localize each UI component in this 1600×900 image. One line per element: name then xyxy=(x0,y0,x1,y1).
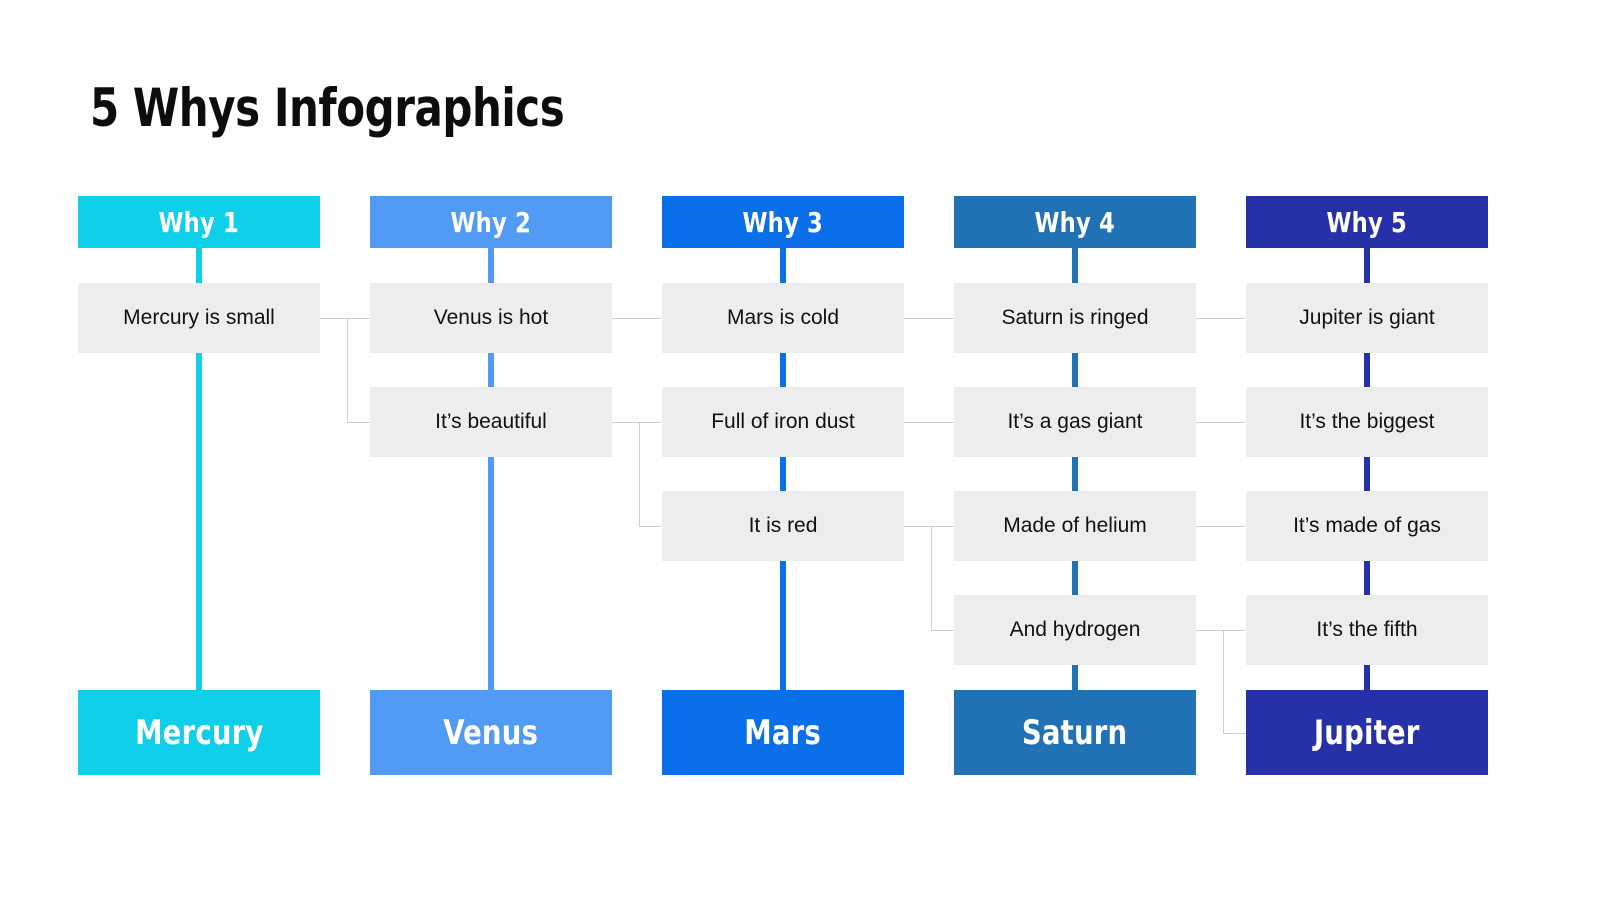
why-column-1: Why 1 Mercury is small Mercury xyxy=(78,0,320,900)
cell-label-c3-r2: Full of iron dust xyxy=(711,409,855,433)
connector-c4r3-to-c5r3 xyxy=(1196,526,1252,527)
column-spine-3 xyxy=(780,247,786,690)
cell-label-c4-r2: It’s a gas giant xyxy=(1007,409,1143,433)
column-header-2[interactable]: Why 2 xyxy=(370,196,612,248)
column-spine-2 xyxy=(488,247,494,690)
cell-label-c3-r3: It is red xyxy=(748,513,818,537)
why-column-2: Why 2 Venus is hot It’s beautiful Venus xyxy=(370,0,612,900)
cell-label-c5-r3: It’s made of gas xyxy=(1293,513,1441,537)
cell-c3-r2[interactable]: Full of iron dust xyxy=(662,387,904,457)
column-header-3[interactable]: Why 3 xyxy=(662,196,904,248)
connector-c1r1-to-c2r2-segment-b xyxy=(347,318,348,422)
cell-label-c5-r2: It’s the biggest xyxy=(1299,409,1435,433)
why-column-4: Why 4 Saturn is ringed It’s a gas giant … xyxy=(954,0,1196,900)
column-header-label-5: Why 5 xyxy=(1326,205,1408,239)
cell-c5-r3[interactable]: It’s made of gas xyxy=(1246,491,1488,561)
why-column-3: Why 3 Mars is cold Full of iron dust It … xyxy=(662,0,904,900)
cell-label-c2-r1: Venus is hot xyxy=(433,305,549,329)
cell-c5-r1[interactable]: Jupiter is giant xyxy=(1246,283,1488,353)
column-header-label-2: Why 2 xyxy=(450,205,532,239)
page-title: 5 Whys Infographics xyxy=(90,78,565,139)
connector-c2r1-to-c3r1 xyxy=(612,318,668,319)
column-spine-4 xyxy=(1072,247,1078,690)
cell-label-c1-r1: Mercury is small xyxy=(123,305,275,329)
connector-c4r1-to-c5r1 xyxy=(1196,318,1252,319)
connector-c2r2-to-c3r3-segment-c xyxy=(639,526,668,527)
cell-c5-r4[interactable]: It’s the fifth xyxy=(1246,595,1488,665)
column-header-5[interactable]: Why 5 xyxy=(1246,196,1488,248)
connector-c4r4-to-jupiter-segment-b xyxy=(1223,630,1224,733)
column-header-label-1: Why 1 xyxy=(158,205,240,239)
column-footer-label-1: Mercury xyxy=(134,712,264,753)
cell-label-c5-r1: Jupiter is giant xyxy=(1299,305,1435,329)
connector-c4r4-to-jupiter-segment-a xyxy=(1196,630,1252,631)
cell-c4-r2[interactable]: It’s a gas giant xyxy=(954,387,1196,457)
cell-label-c3-r1: Mars is cold xyxy=(726,305,840,329)
column-footer-label-4: Saturn xyxy=(1022,712,1128,753)
column-header-1[interactable]: Why 1 xyxy=(78,196,320,248)
cell-c4-r4[interactable]: And hydrogen xyxy=(954,595,1196,665)
connector-c4r2-to-c5r2 xyxy=(1196,422,1252,423)
cell-label-c4-r3: Made of helium xyxy=(1003,513,1147,537)
column-footer-3[interactable]: Mars xyxy=(662,690,904,775)
cell-label-c2-r2: It’s beautiful xyxy=(435,409,547,433)
connector-c2r2-to-c3r2-segment-a xyxy=(612,422,668,423)
cell-label-c4-r4: And hydrogen xyxy=(1009,617,1141,641)
connector-c3r1-to-c4r1 xyxy=(904,318,960,319)
cell-c4-r1[interactable]: Saturn is ringed xyxy=(954,283,1196,353)
connector-c3r2-to-c4r2 xyxy=(904,422,960,423)
column-footer-4[interactable]: Saturn xyxy=(954,690,1196,775)
cell-c2-r1[interactable]: Venus is hot xyxy=(370,283,612,353)
column-footer-1[interactable]: Mercury xyxy=(78,690,320,775)
connector-c2r2-to-c3r3-segment-b xyxy=(639,422,640,526)
connector-c1r1-to-c2r2-segment-c xyxy=(347,422,376,423)
column-footer-label-3: Mars xyxy=(744,712,822,753)
cell-c5-r2[interactable]: It’s the biggest xyxy=(1246,387,1488,457)
connector-c3r3-to-c4r4-segment-b xyxy=(931,526,932,630)
column-footer-label-2: Venus xyxy=(443,712,539,753)
column-spine-1 xyxy=(196,247,202,690)
connector-c1r1-to-c2r2-segment-a xyxy=(320,318,376,319)
cell-c3-r1[interactable]: Mars is cold xyxy=(662,283,904,353)
cell-c2-r2[interactable]: It’s beautiful xyxy=(370,387,612,457)
cell-label-c4-r1: Saturn is ringed xyxy=(1001,305,1149,329)
column-header-label-3: Why 3 xyxy=(742,205,824,239)
column-spine-5 xyxy=(1364,247,1370,690)
column-header-label-4: Why 4 xyxy=(1034,205,1116,239)
column-footer-label-5: Jupiter xyxy=(1314,712,1420,753)
cell-label-c5-r4: It’s the fifth xyxy=(1316,617,1418,641)
connector-c3r3-to-c4r3-segment-a xyxy=(904,526,960,527)
cell-c4-r3[interactable]: Made of helium xyxy=(954,491,1196,561)
cell-c1-r1[interactable]: Mercury is small xyxy=(78,283,320,353)
column-header-4[interactable]: Why 4 xyxy=(954,196,1196,248)
column-footer-2[interactable]: Venus xyxy=(370,690,612,775)
column-footer-5[interactable]: Jupiter xyxy=(1246,690,1488,775)
cell-c3-r3[interactable]: It is red xyxy=(662,491,904,561)
why-column-5: Why 5 Jupiter is giant It’s the biggest … xyxy=(1246,0,1488,900)
connector-c3r3-to-c4r4-segment-c xyxy=(931,630,960,631)
connector-c4r4-to-jupiter-segment-c xyxy=(1223,733,1252,734)
